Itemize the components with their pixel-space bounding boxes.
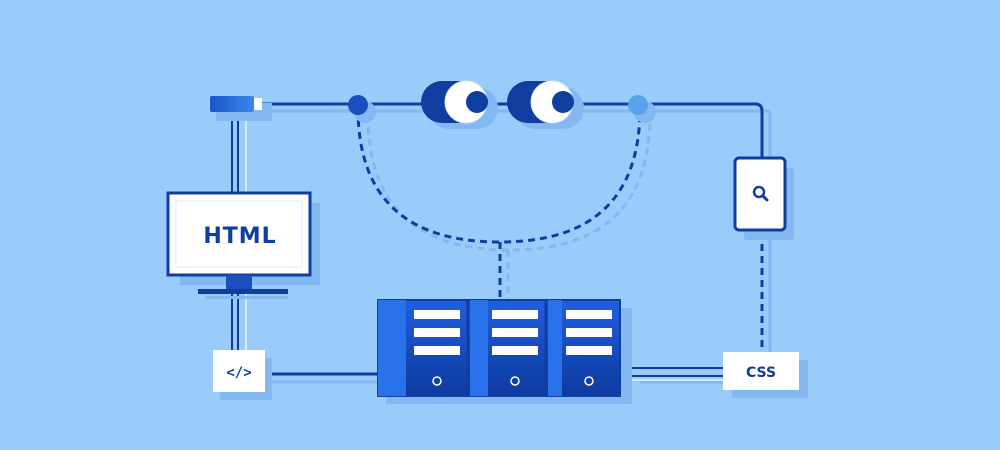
monitor-label: HTML [203, 224, 276, 249]
usb-plug-icon [210, 96, 272, 121]
search-icon [752, 185, 769, 202]
server-unit [378, 300, 460, 396]
connector-lines [231, 102, 764, 377]
eye-icon [507, 80, 584, 129]
cable-highlights [245, 120, 728, 381]
code-tag-icon: </> [213, 350, 272, 400]
css-label: CSS [746, 365, 776, 381]
server-unit [470, 300, 538, 396]
connector-node-left [348, 95, 376, 123]
code-tag-label: </> [226, 365, 251, 381]
eye-icon [421, 80, 498, 129]
monitor-icon: HTML [166, 191, 320, 299]
connector-node-right [628, 95, 656, 123]
css-icon: CSS [723, 352, 808, 398]
phone-icon [733, 156, 794, 240]
server-unit [548, 300, 612, 396]
server-rack-icon [377, 299, 632, 404]
